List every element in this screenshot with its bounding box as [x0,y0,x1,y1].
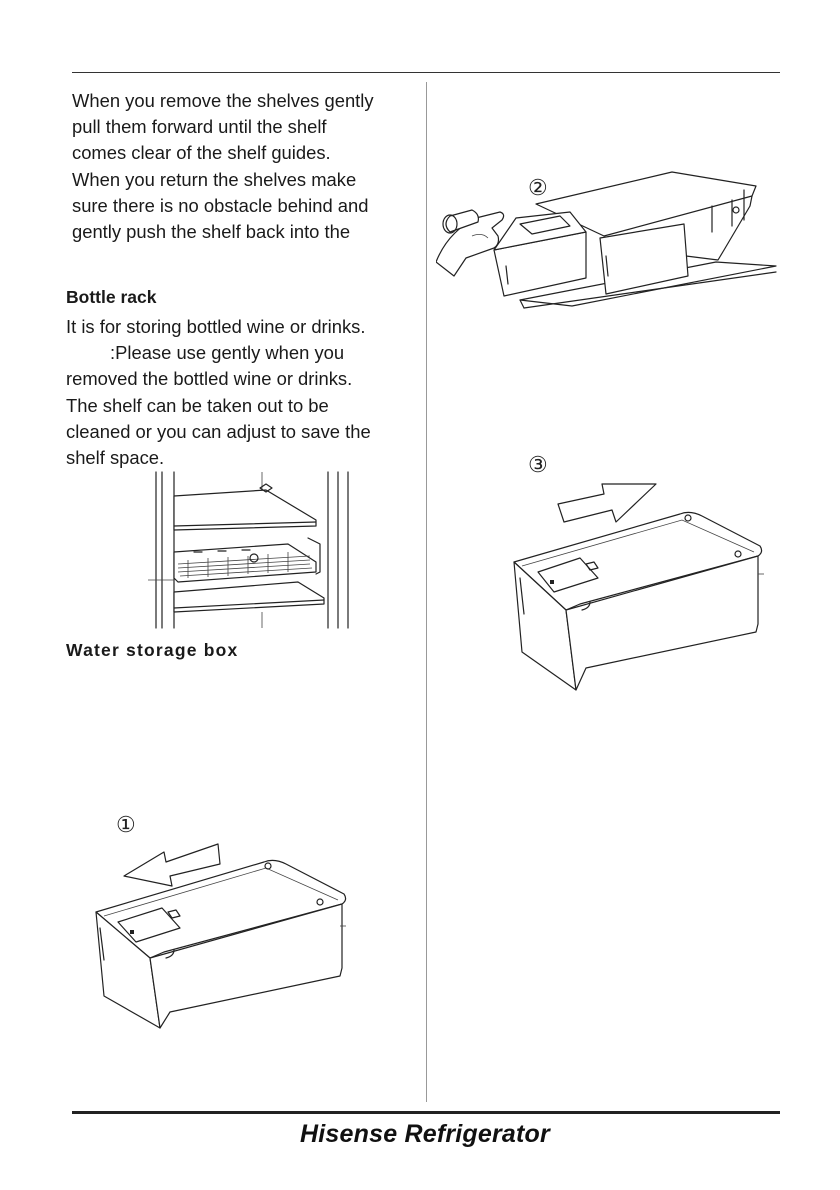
header-rule [72,72,780,73]
column-divider [426,82,427,1102]
bottle-rack-illustration [148,471,349,629]
bottle-rack-heading: Bottle rack [66,287,157,307]
bottle-line: removed the bottled wine or drinks. [66,368,353,390]
water-storage-box-heading: Water storage box [66,640,239,660]
water-box-pull-out-illustration [95,843,347,1029]
intro-line: gently push the shelf back into the [72,221,351,243]
intro-line: When you return the shelves make [72,168,357,190]
shelf-removal-instructions: When you remove the shelves gently pull … [72,88,422,245]
intro-line: pull them forward until the shelf [72,116,327,138]
step-one-marker: ① [116,813,136,838]
brand-footer: Hisense Refrigerator [300,1120,550,1148]
bottle-rack-description: It is for storing bottled wine or drinks… [66,314,416,471]
shelf-with-drawers-illustration [436,171,777,309]
water-box-reinsert-illustration [513,483,764,691]
intro-line: When you remove the shelves gently [72,90,374,111]
step-two-marker: ② [528,176,548,201]
bottle-note-line: :Please use gently when you [110,342,345,364]
footer-rule [72,1111,780,1114]
bottle-line: shelf space. [66,447,165,469]
bottle-line: It is for storing bottled wine or drinks… [66,316,366,337]
intro-line: sure there is no obstacle behind and [72,194,369,216]
bottle-line: cleaned or you can adjust to save the [66,420,371,442]
intro-line: comes clear of the shelf guides. [72,142,331,164]
bottle-line: The shelf can be taken out to be [66,394,329,416]
step-three-marker: ③ [528,453,548,478]
